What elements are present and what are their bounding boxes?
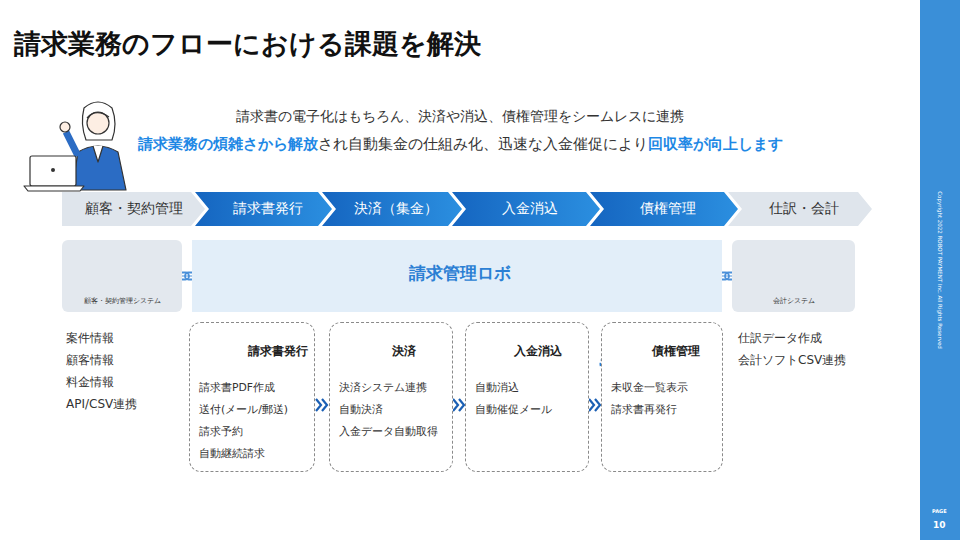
box-item: 決済システム連携 [339, 377, 452, 399]
flow-chevron: 決済（集金） [322, 192, 462, 226]
node-text: 仕訳・会計 [769, 200, 839, 218]
accounting-item: 会計ソフトCSV連携 [738, 352, 846, 369]
feature-box: 請求書発行請求書PDF作成送付(メール/郵送)請求予約自動継続請求 [189, 322, 315, 472]
feature-box: 決済決済システム連携自動決済入金データ自動取得 [329, 322, 453, 472]
flow-chevron: 債権管理 [590, 192, 738, 226]
node-text: 決済（集金） [354, 200, 438, 218]
feature-box: 債権管理未収金一覧表示請求書再発行 [601, 322, 723, 472]
data-item: 顧客情報 [66, 352, 114, 369]
node-text: 債権管理 [640, 200, 696, 218]
copyright-text: Copyright 2022 ROBOT PAYMENT Inc. All Ri… [937, 191, 943, 349]
system-label: 会計システム [732, 296, 855, 306]
lead-text: され自動集金の仕組み化、迅速な入金催促により [318, 136, 648, 152]
box-heading: 決済 [392, 341, 452, 361]
box-heading: 入金消込 [514, 341, 588, 361]
flow-chevron: 顧客・契約管理 [62, 192, 205, 226]
node-text: 入金消込 [502, 200, 558, 218]
page-word: PAGE [932, 508, 947, 514]
page-number: 10 [933, 520, 946, 530]
box-item: 請求予約 [199, 421, 314, 443]
box-item: 未収金一覧表示 [611, 377, 722, 399]
product-logo-text: 請求管理ロボ [409, 262, 511, 285]
flow-connector [453, 399, 465, 411]
lead-line: 請求業務の煩雑さから解放され自動集金の仕組み化、迅速な入金催促により回収率が向上… [0, 135, 920, 154]
data-item: API/CSV連携 [66, 396, 137, 413]
box-item: 自動消込 [475, 377, 588, 399]
system-label: 顧客・契約管理システム [62, 296, 182, 306]
data-item: 案件情報 [66, 330, 114, 347]
data-item: 料金情報 [66, 374, 114, 391]
product-band: 請求管理ロボ [192, 240, 722, 312]
box-item: 請求書再発行 [611, 399, 722, 421]
box-item: 入金データ自動取得 [339, 421, 452, 443]
person-illustration [24, 102, 126, 191]
lead-text: 請求書の電子化はもちろん、決済や消込、債権管理をシームレスに連携 [236, 108, 684, 124]
system-box: 会計システム [732, 240, 855, 312]
flow-chevron: 請求書発行 [195, 192, 332, 226]
flow-connector [315, 399, 329, 411]
flow-chevron: 仕訳・会計 [728, 192, 872, 226]
flow-chevron: 入金消込 [452, 192, 600, 226]
accounting-item: 仕訳データ作成 [738, 330, 822, 347]
lead-highlight: 請求業務の煩雑さから解放 [138, 136, 318, 152]
box-heading: 債権管理 [652, 341, 722, 361]
node-text: 請求書発行 [233, 200, 303, 218]
flow-connector [589, 399, 601, 411]
node-text: 顧客・契約管理 [85, 200, 183, 218]
lead-line: 請求書の電子化はもちろん、決済や消込、債権管理をシームレスに連携 [0, 106, 920, 126]
box-item: 自動決済 [339, 399, 452, 421]
box-item: 自動催促メール [475, 399, 588, 421]
lead-highlight: 回収率が向上します [648, 136, 783, 152]
side-bar [920, 0, 960, 540]
box-heading: 請求書発行 [248, 341, 314, 361]
system-box: 顧客・契約管理システム [62, 240, 182, 312]
box-item: 自動継続請求 [199, 443, 314, 465]
feature-box: 入金消込自動消込自動催促メール [465, 322, 589, 472]
box-item: 請求書PDF作成 [199, 377, 314, 399]
page-title: 請求業務のフローにおける課題を解決 [14, 26, 481, 62]
box-item: 送付(メール/郵送) [199, 399, 314, 421]
